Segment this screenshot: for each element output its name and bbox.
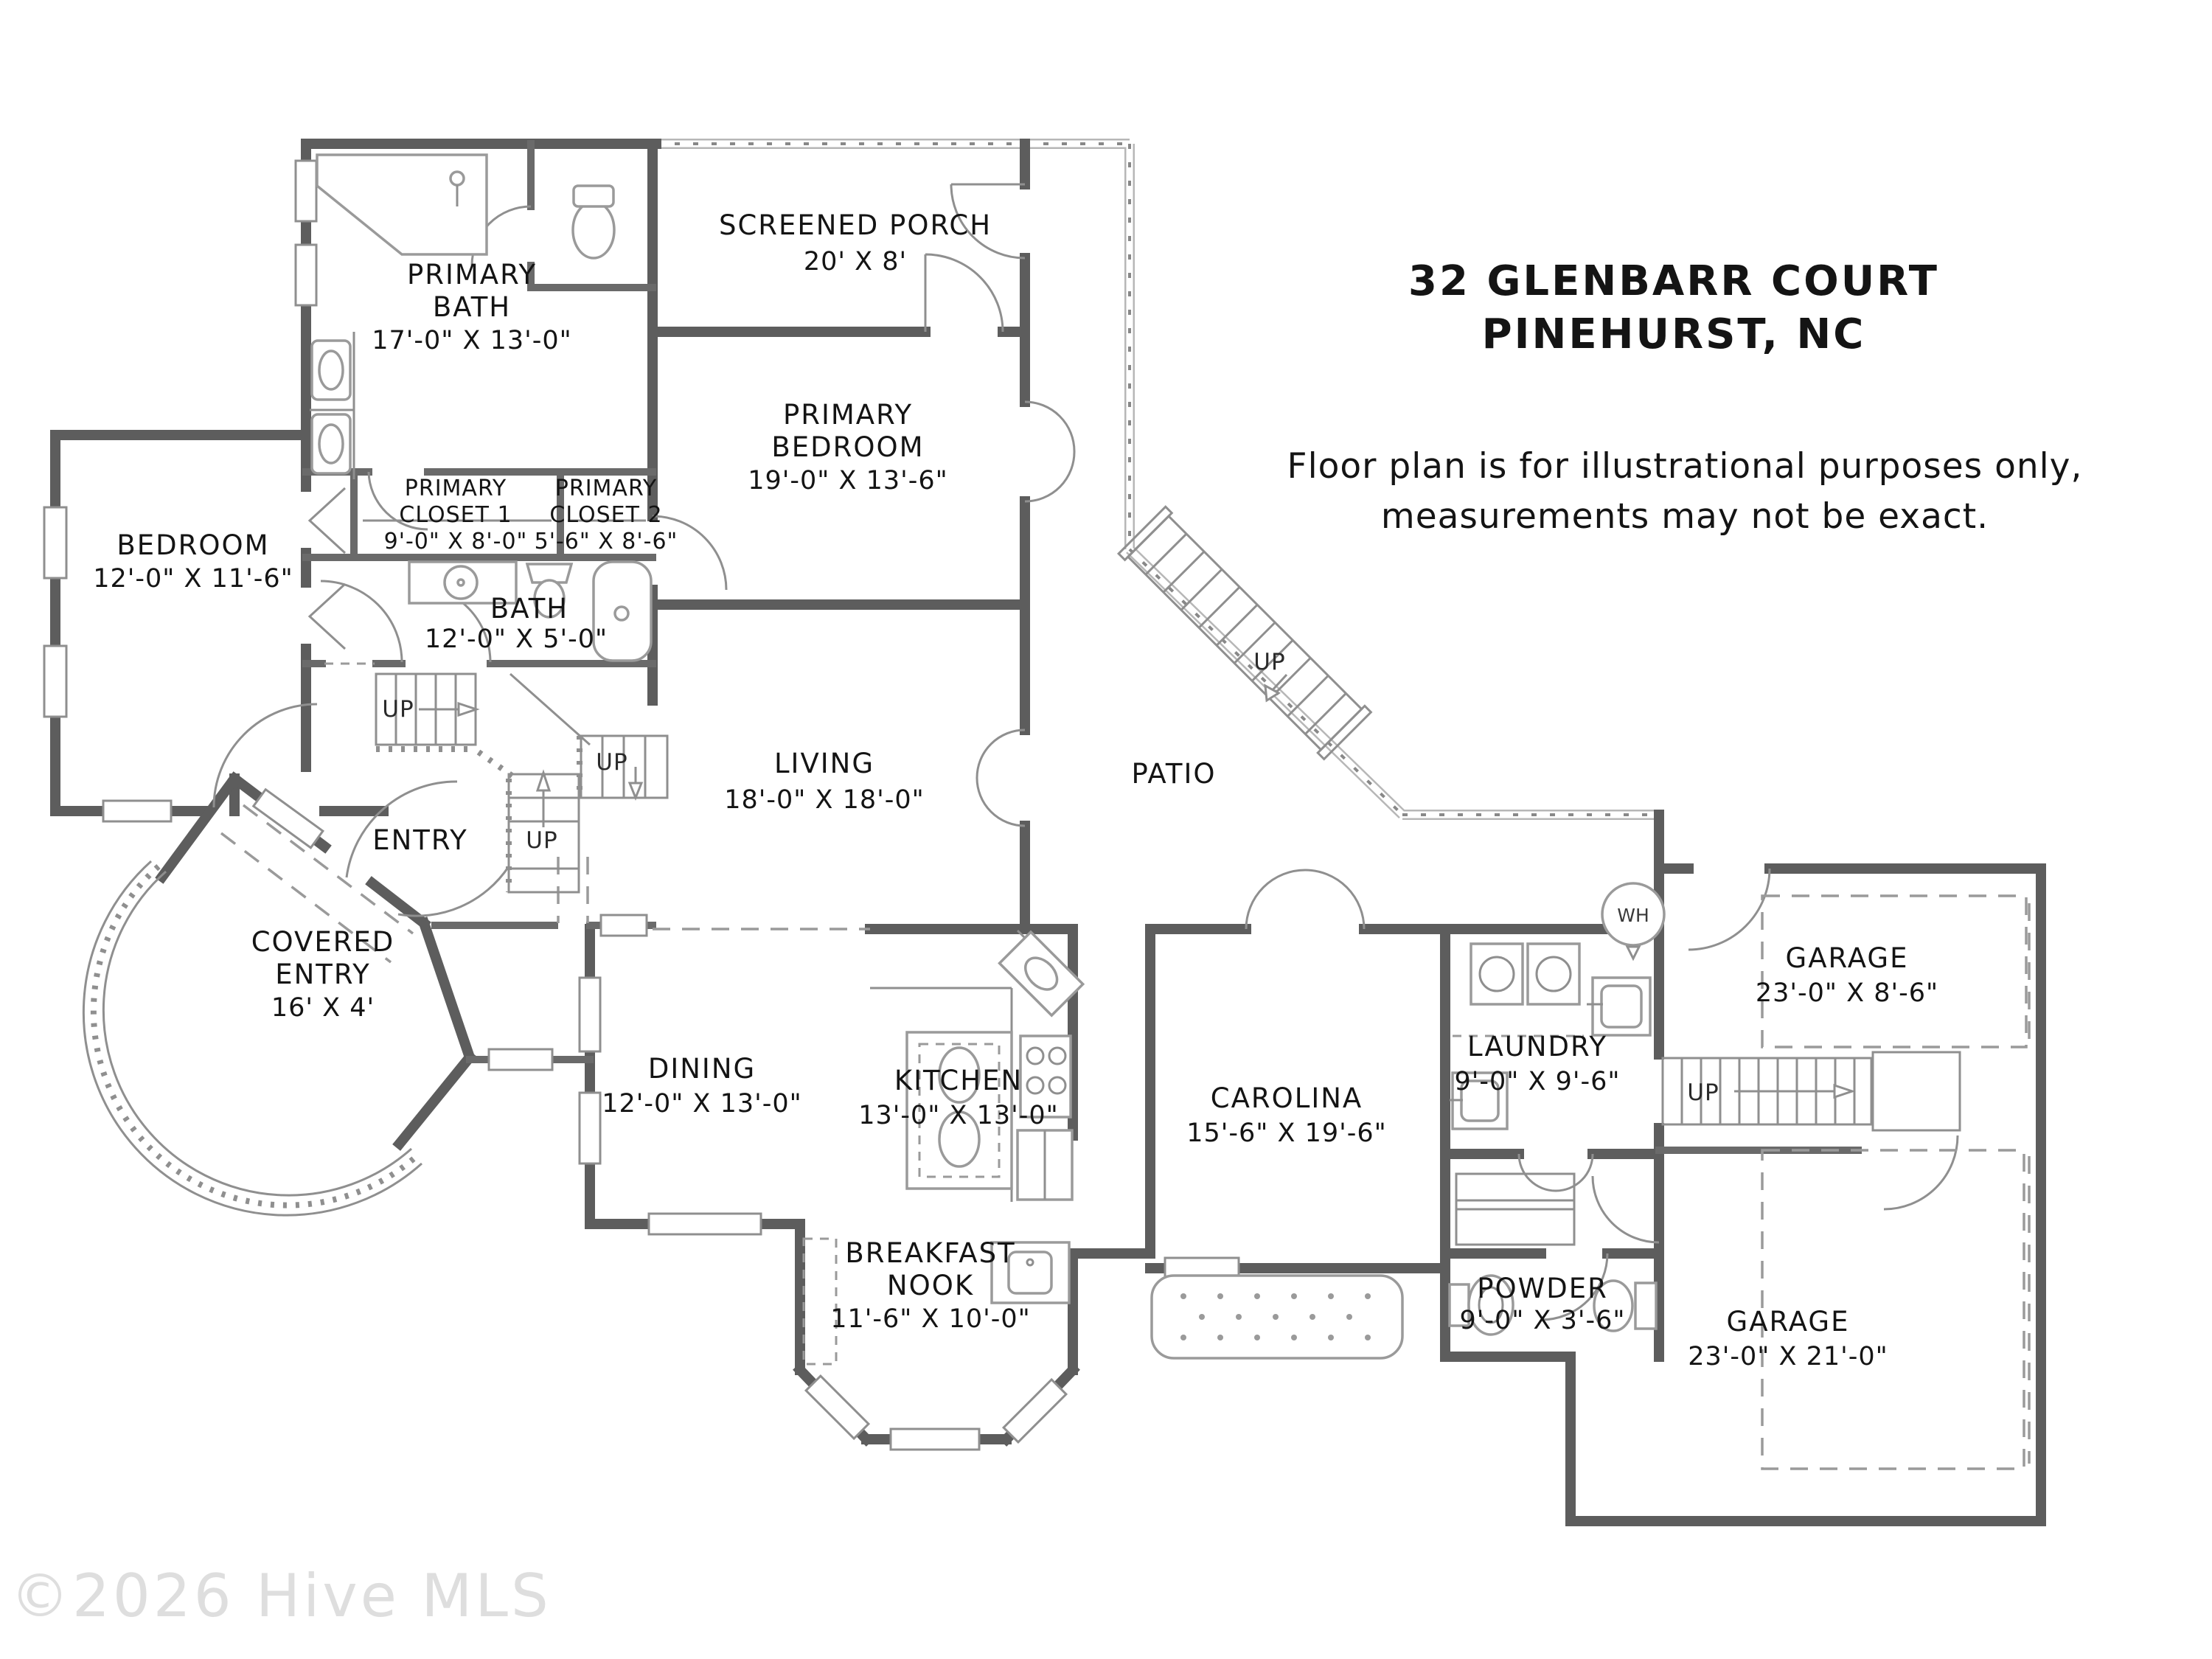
room-name: BATH [433, 291, 511, 323]
room-dim: 9'-0" X 3'-6" [1460, 1306, 1626, 1335]
room-name: LAUNDRY [1467, 1031, 1607, 1062]
room-name: PRIMARY [407, 259, 537, 291]
toilet [571, 201, 616, 260]
room-label-entry: ENTRY [372, 824, 468, 856]
room-dim: 9'-0" X 9'-6" [1455, 1067, 1621, 1096]
room-label-laundry: LAUNDRY 9'-0" X 9'-6" [1455, 1031, 1621, 1096]
stair-entry-b [506, 769, 580, 894]
room-name: BEDROOM [116, 529, 269, 561]
room-label-carolina: CAROLINA 15'-6" X 19'-6" [1186, 1082, 1387, 1148]
room-label-covered-entry: COVERED ENTRY 16' X 4' [251, 926, 395, 1023]
spa-bench [1150, 1274, 1404, 1360]
toilet-tank [1634, 1281, 1658, 1330]
stair-patio-diagonal [1116, 505, 1373, 761]
up-label: UP [596, 749, 627, 776]
room-label-primary-bedroom: PRIMARY BEDROOM 19'-0" X 13'-6" [748, 399, 948, 495]
room-name: BATH [490, 593, 568, 625]
up-label: UP [1253, 649, 1285, 675]
room-dim: 19'-0" X 13'-6" [748, 466, 948, 495]
screen-walls [656, 139, 1659, 820]
room-label-garage-upper: GARAGE 23'-0" X 8'-6" [1756, 942, 1938, 1008]
address-line-2: PINEHURST, NC [1482, 310, 1866, 358]
up-label: UP [1687, 1079, 1719, 1106]
room-dim: 23'-0" X 8'-6" [1756, 978, 1938, 1008]
room-label-patio: PATIO [1131, 758, 1216, 790]
room-name: ENTRY [275, 959, 371, 990]
room-dim: 17'-0" X 13'-0" [372, 326, 572, 355]
room-label-garage-lower: GARAGE 23'-0" X 21'-0" [1688, 1306, 1888, 1371]
room-name: GARAGE [1727, 1306, 1850, 1338]
room-dim: 18'-0" X 18'-0" [724, 785, 925, 815]
disclaimer-line-1: Floor plan is for illustrational purpose… [1287, 446, 2083, 487]
stair-entry-c [577, 734, 669, 801]
room-labels: PRIMARY BATH 17'-0" X 13'-0" SCREENED PO… [93, 209, 1938, 1371]
room-label-dining: DINING 12'-0" X 13'-0" [602, 1053, 802, 1119]
up-label: UP [526, 827, 557, 854]
powder-sink [1467, 1274, 1514, 1336]
up-label: UP [382, 696, 414, 723]
room-name: PRIMARY [783, 399, 913, 431]
room-name: KITCHEN [894, 1065, 1023, 1096]
room-name: BREAKFAST [845, 1237, 1015, 1269]
toilet [533, 579, 566, 619]
room-name: GARAGE [1786, 942, 1909, 974]
room-label-living: LIVING 18'-0" X 18'-0" [724, 748, 925, 815]
room-label-powder: POWDER 9'-0" X 3'-6" [1460, 1273, 1626, 1335]
room-dim: 5'-6" X 8'-6" [535, 529, 678, 554]
room-label-breakfast-nook: BREAKFAST NOOK 11'-6" X 10'-0" [830, 1237, 1031, 1334]
room-name: LIVING [774, 748, 874, 779]
room-dim: 12'-0" X 13'-0" [602, 1089, 802, 1119]
room-dim: 9'-0" X 8'-0" [384, 529, 528, 554]
room-name: CLOSET 2 [549, 502, 662, 528]
room-dim: 11'-6" X 10'-0" [830, 1304, 1031, 1334]
room-name: PRIMARY [555, 476, 657, 501]
room-dim: 12'-0" X 11'-6" [93, 564, 293, 594]
address-line-1: 32 GLENBARR COURT [1408, 257, 1939, 305]
room-label-bedroom: BEDROOM 12'-0" X 11'-6" [93, 529, 293, 594]
bifold-doors [307, 487, 347, 650]
room-dim: 15'-6" X 19'-6" [1186, 1119, 1387, 1148]
water-heater [1601, 882, 1666, 947]
toilet [1593, 1279, 1634, 1332]
water-heater-label: WH [1617, 905, 1649, 926]
room-label-screened-porch: SCREENED PORCH 20' X 8' [719, 209, 992, 276]
watermark: ©2026 Hive MLS [10, 1562, 552, 1630]
corner-sink [998, 930, 1085, 1018]
toilet-tank [525, 563, 574, 584]
room-dim: 13'-0" X 13'-0" [858, 1101, 1059, 1130]
covered-entry-porch-arc [82, 860, 422, 1217]
room-name: CLOSET 1 [399, 502, 512, 528]
room-name: CAROLINA [1211, 1082, 1363, 1114]
room-name: SCREENED PORCH [719, 209, 992, 241]
stair-entry-a [375, 672, 518, 782]
room-dim: 12'-0" X 5'-0" [425, 625, 608, 654]
room-name: DINING [648, 1053, 756, 1085]
annotation-text: 32 GLENBARR COURT PINEHURST, NC Floor pl… [10, 257, 2083, 1630]
room-name: POWDER [1477, 1273, 1608, 1304]
room-label-bath: BATH 12'-0" X 5'-0" [425, 593, 608, 654]
room-name: PRIMARY [405, 476, 507, 501]
room-name: COVERED [251, 926, 395, 958]
room-dim: 16' X 4' [271, 993, 375, 1023]
stair-garage [1661, 1051, 1961, 1132]
room-name: BEDROOM [771, 431, 924, 463]
disclaimer-line-2: measurements may not be exact. [1381, 496, 1989, 537]
room-dim: 23'-0" X 21'-0" [1688, 1342, 1888, 1371]
room-label-primary-closet-2: PRIMARY CLOSET 2 5'-6" X 8'-6" [535, 476, 678, 554]
shower [316, 153, 488, 256]
room-name: NOOK [887, 1270, 974, 1301]
room-dim: 20' X 8' [804, 247, 907, 276]
room-label-kitchen: KITCHEN 13'-0" X 13'-0" [858, 1065, 1059, 1130]
room-label-primary-bath: PRIMARY BATH 17'-0" X 13'-0" [372, 259, 572, 355]
stair-labels: UP UP UP UP UP WH [382, 649, 1719, 1106]
room-label-primary-closet-1: PRIMARY CLOSET 1 9'-0" X 8'-0" [384, 476, 528, 554]
fixtures [307, 153, 1666, 1366]
